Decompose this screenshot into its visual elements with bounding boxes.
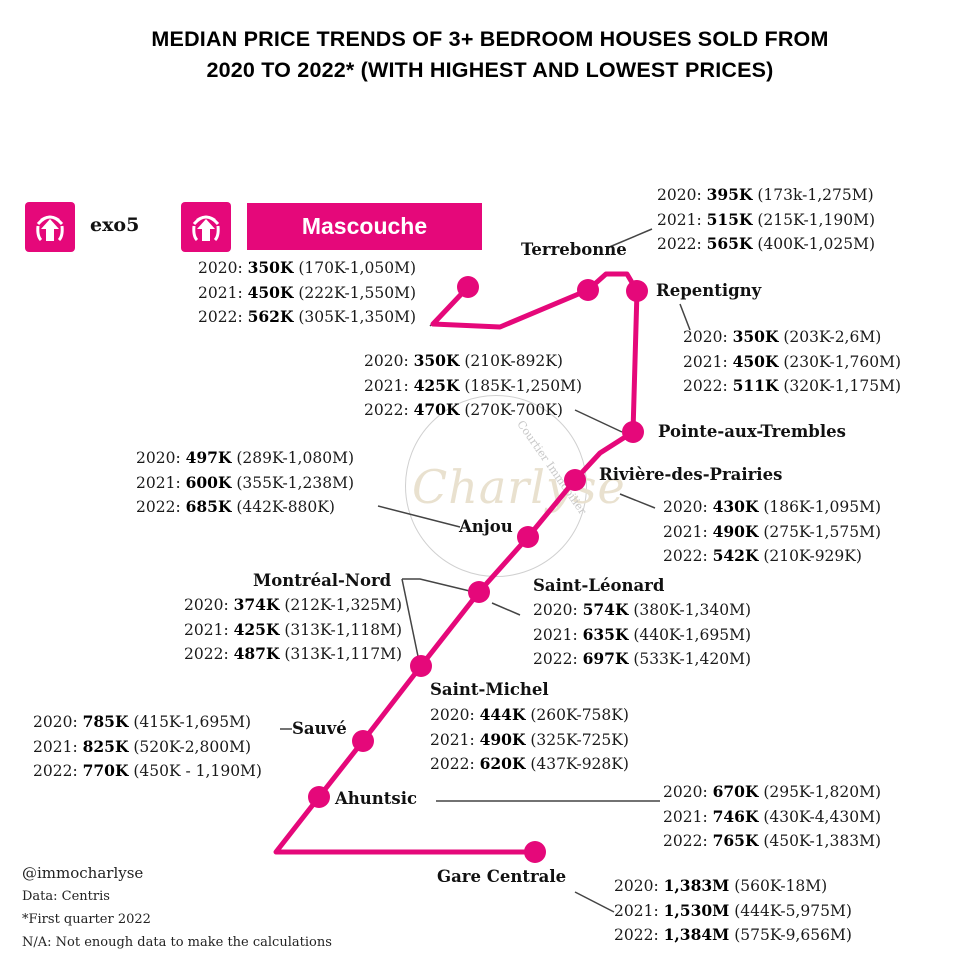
station-label-pointe-aux-trembles: Pointe-aux-Trembles — [658, 422, 846, 441]
price-row: 2020: 444K (260K-758K) — [430, 705, 629, 724]
price-block-ahuntsic: 2020: 670K (295K-1,820M) 2021: 746K (430… — [663, 780, 881, 854]
price-row: 2020: 785K (415K-1,695M) — [33, 712, 251, 731]
price-row: 2021: 425K (313K-1,118M) — [184, 619, 402, 639]
price-row: 2022: 770K (450K - 1,190M) — [33, 761, 262, 780]
exo5-line — [273, 271, 640, 855]
price-row: 2020: 395K (173k-1,275M) — [657, 185, 874, 204]
price-row: 2021: 600K (355K-1,238M) — [136, 472, 354, 492]
watermark-text: Charlyse — [412, 460, 626, 514]
footnote-na: N/A: Not enough data to make the calcula… — [22, 935, 332, 950]
station-label-ahuntsic: Ahuntsic — [335, 789, 418, 808]
footnote-first-quarter: *First quarter 2022 — [22, 912, 151, 927]
price-row: 2022: 565K (400K-1,025M) — [657, 234, 875, 253]
price-row: 2022: 765K (450K-1,383M) — [663, 831, 881, 850]
train-icon — [192, 215, 220, 242]
station-dot-sauve — [352, 730, 374, 752]
station-dot-saint-leonard — [468, 581, 490, 603]
price-block-repentigny: 2020: 350K (203K-2,6M) 2021: 450K (230K-… — [683, 325, 901, 399]
price-row: 2020: 430K (186K-1,095M) — [663, 497, 881, 516]
price-row: 2020: 670K (295K-1,820M) — [663, 782, 881, 801]
price-row: 2022: 685K (442K-880K) — [136, 497, 335, 516]
price-row: 2021: 425K (185K-1,250M) — [364, 375, 582, 395]
station-label-gare-centrale: Gare Centrale — [437, 867, 567, 886]
price-row: 2021: 746K (430K-4,430M) — [663, 806, 881, 826]
terminus-banner: Mascouche — [247, 203, 482, 250]
station-dot-mascouche — [457, 276, 479, 298]
price-block-saint-michel: 2020: 444K (260K-758K) 2021: 490K (325K-… — [430, 703, 629, 777]
price-row: 2022: 562K (305K-1,350M) — [198, 307, 416, 326]
price-block-sauve: 2020: 785K (415K-1,695M) 2021: 825K (520… — [33, 710, 262, 784]
station-dot-riviere-des-prairies — [564, 469, 586, 491]
terminus-logo — [181, 202, 231, 252]
price-block-mascouche: 2020: 350K (170K-1,050M) 2021: 450K (222… — [198, 256, 416, 330]
social-handle: @immocharlyse — [22, 864, 144, 882]
station-label-repentigny: Repentigny — [656, 281, 762, 300]
price-row: 2022: 1,384M (575K-9,656M) — [614, 925, 852, 944]
price-block-gare-centrale: 2020: 1,383M (560K-18M) 2021: 1,530M (44… — [614, 874, 852, 948]
data-source: Data: Centris — [22, 889, 110, 904]
price-row: 2020: 350K (203K-2,6M) — [683, 327, 882, 346]
exo-logo — [25, 202, 75, 252]
price-row: 2022: 470K (270K-700K) — [364, 400, 563, 419]
station-label-sauve: Sauvé — [292, 719, 347, 738]
price-row: 2021: 450K (222K-1,550M) — [198, 282, 416, 302]
station-dot-ahuntsic — [308, 786, 330, 808]
price-row: 2022: 620K (437K-928K) — [430, 754, 629, 773]
station-label-terrebonne: Terrebonne — [521, 240, 627, 259]
price-row: 2021: 1,530M (444K-5,975M) — [614, 900, 852, 920]
price-row: 2020: 350K (170K-1,050M) — [198, 258, 416, 277]
price-row: 2020: 574K (380K-1,340M) — [533, 600, 751, 619]
station-label-saint-michel: Saint-Michel — [430, 680, 549, 699]
station-label-saint-leonard: Saint-Léonard — [533, 576, 665, 595]
price-row: 2021: 490K (325K-725K) — [430, 729, 629, 749]
station-label-anjou: Anjou — [459, 517, 513, 536]
price-row: 2020: 497K (289K-1,080M) — [136, 448, 354, 467]
station-label-riviere-des-prairies: Rivière-des-Prairies — [599, 465, 783, 484]
price-row: 2021: 490K (275K-1,575M) — [663, 521, 881, 541]
price-row: 2022: 487K (313K-1,117M) — [184, 644, 402, 663]
footer-notes: @immocharlyse Data: Centris *First quart… — [22, 862, 332, 954]
price-block-anjou: 2020: 497K (289K-1,080M) 2021: 600K (355… — [136, 446, 354, 520]
title-line-1: MEDIAN PRICE TRENDS OF 3+ BEDROOM HOUSES… — [151, 27, 829, 51]
price-row: 2020: 374K (212K-1,325M) — [184, 595, 402, 614]
price-block-montreal-nord: 2020: 374K (212K-1,325M) 2021: 425K (313… — [184, 593, 402, 667]
station-dot-saint-michel — [410, 655, 432, 677]
price-row: 2020: 350K (210K-892K) — [364, 351, 563, 370]
price-row: 2021: 450K (230K-1,760M) — [683, 351, 901, 371]
title-line-2: 2020 TO 2022* (WITH HIGHEST AND LOWEST P… — [206, 58, 774, 82]
price-block-terrebonne: 2020: 395K (173k-1,275M) 2021: 515K (215… — [657, 183, 875, 257]
price-row: 2021: 635K (440K-1,695M) — [533, 624, 751, 644]
price-row: 2022: 697K (533K-1,420M) — [533, 649, 751, 668]
page-title: MEDIAN PRICE TRENDS OF 3+ BEDROOM HOUSES… — [0, 24, 980, 86]
station-dots — [308, 276, 648, 863]
price-block-pointe-aux-trembles: 2020: 350K (210K-892K) 2021: 425K (185K-… — [364, 349, 582, 423]
price-block-riviere-des-prairies: 2020: 430K (186K-1,095M) 2021: 490K (275… — [663, 495, 881, 569]
price-row: 2022: 511K (320K-1,175M) — [683, 376, 901, 395]
station-label-montreal-nord: Montréal-Nord — [253, 571, 392, 590]
price-row: 2022: 542K (210K-929K) — [663, 546, 862, 565]
station-dot-anjou — [517, 526, 539, 548]
station-dot-gare-centrale — [524, 841, 546, 863]
station-dot-repentigny — [626, 280, 648, 302]
price-block-saint-leonard: 2020: 574K (380K-1,340M) 2021: 635K (440… — [533, 598, 751, 672]
station-dot-pointe-aux-trembles — [622, 421, 644, 443]
price-row: 2020: 1,383M (560K-18M) — [614, 876, 828, 895]
line-name: exo5 — [90, 214, 140, 236]
station-dot-terrebonne — [577, 279, 599, 301]
price-row: 2021: 515K (215K-1,190M) — [657, 209, 875, 229]
price-row: 2021: 825K (520K-2,800M) — [33, 736, 251, 756]
train-icon — [36, 215, 64, 242]
